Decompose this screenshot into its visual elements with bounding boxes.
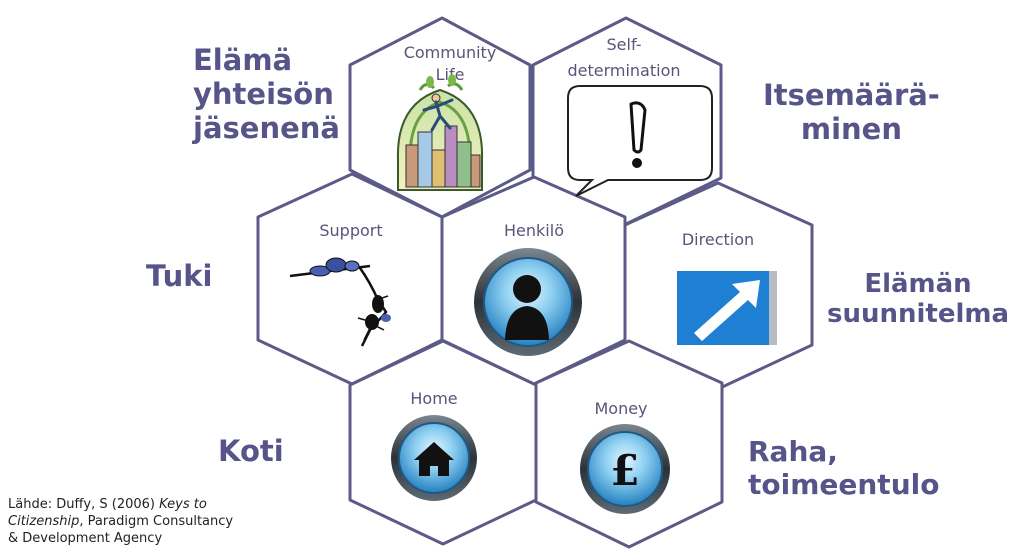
hex-self-label-line1: Self- <box>607 35 642 54</box>
hex-support-label: Support <box>319 221 382 240</box>
hex-support <box>256 172 444 386</box>
fi-label-community-line1: Elämä <box>193 43 293 77</box>
fi-label-direction-line2: suunnitelma <box>827 299 1010 330</box>
pound-symbol: £ <box>610 446 639 495</box>
person-silhouette-icon <box>474 248 582 356</box>
fi-label-home-line1: Koti <box>218 434 284 468</box>
hex-community-label-line1: Community <box>404 43 497 62</box>
fi-label-community-line2: yhteisön <box>193 76 334 111</box>
source-line3: & Development Agency <box>8 531 163 546</box>
source-suffix: , Paradigm Consultancy <box>79 514 234 529</box>
source-title-part2: Citizenship <box>8 514 80 529</box>
house-icon <box>391 415 477 501</box>
source-citation: Lähde: Duffy, S (2006) Keys to Citizensh… <box>8 496 288 547</box>
source-title-part1: Keys to <box>159 497 207 512</box>
fi-label-home: Koti <box>218 434 284 469</box>
fi-label-self: Itsemäärä- minen <box>763 78 940 147</box>
fi-label-direction: Elämän suunnitelma <box>827 269 1009 330</box>
hex-home-label: Home <box>410 389 457 408</box>
fi-label-support: Tuki <box>146 259 213 294</box>
fi-label-support-line1: Tuki <box>146 259 213 293</box>
arrow-sign-icon <box>677 271 777 345</box>
hex-money-label: Money <box>594 399 647 418</box>
hex-direction-label: Direction <box>682 230 754 249</box>
exclamation-speech-bubble-icon <box>567 85 713 197</box>
fi-label-self-line2: minen <box>800 111 902 146</box>
pound-sign-icon: £ <box>580 424 670 514</box>
ants-carrying-icon <box>289 257 391 347</box>
hex-self-label-line2: determination <box>567 61 680 80</box>
fi-label-money: Raha, toimeentulo <box>748 435 940 502</box>
fi-label-direction-line1: Elämän <box>864 269 972 299</box>
fi-label-money-line2: toimeentulo <box>748 467 940 501</box>
fi-label-money-line1: Raha, <box>748 435 838 468</box>
fi-label-self-line1: Itsemäärä- <box>763 78 940 112</box>
hex-community-label-line2: Life <box>436 65 465 84</box>
hex-henkilo-label: Henkilö <box>504 221 564 240</box>
city-climber-icon <box>396 74 484 191</box>
fi-label-community-line3: jäsenenä <box>193 110 340 145</box>
fi-label-community: Elämä yhteisön jäsenenä <box>193 43 340 146</box>
source-prefix: Lähde: Duffy, S (2006) <box>8 497 160 512</box>
